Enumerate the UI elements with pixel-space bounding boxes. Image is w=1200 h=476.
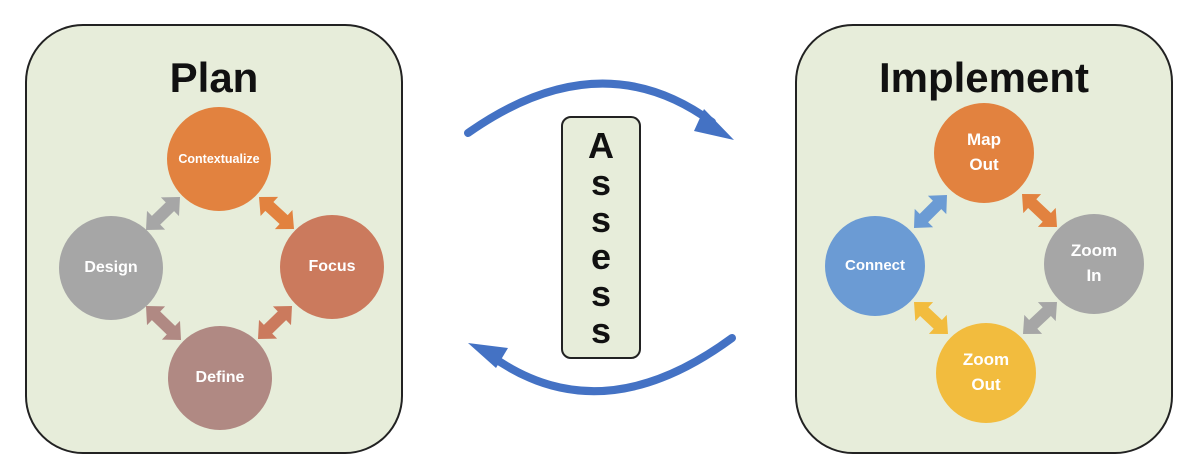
assess-letter: s bbox=[590, 272, 612, 314]
assess-letter: e bbox=[590, 235, 612, 277]
implement-arrow-mapout-zoomin bbox=[1022, 194, 1057, 227]
plan-title: Plan bbox=[169, 54, 259, 101]
assess-box: A s s e s s bbox=[561, 116, 641, 359]
plan-arrow-design-contextualize bbox=[146, 197, 180, 230]
cycle-arrow-bottom-head bbox=[468, 343, 508, 368]
assess-letter: s bbox=[590, 309, 612, 351]
cycle-arrow-bottom bbox=[486, 334, 736, 396]
plan-node-design: Design bbox=[59, 216, 163, 320]
implement-node-zoom-out: Zoom Out bbox=[936, 323, 1036, 423]
assess-letter: s bbox=[590, 198, 612, 240]
implement-arrow-zoomin-zoomout bbox=[1023, 302, 1057, 334]
implement-title: Implement bbox=[878, 54, 1090, 101]
implement-node-zoom-in: Zoom In bbox=[1044, 214, 1144, 314]
plan-node-contextualize: Contextualize bbox=[167, 107, 271, 211]
assess-letter: A bbox=[588, 124, 614, 166]
plan-node-define: Define bbox=[168, 326, 272, 430]
plan-node-focus: Focus bbox=[280, 215, 384, 319]
implement-arrow-connect-mapout bbox=[914, 195, 947, 228]
assess-letter: s bbox=[590, 161, 612, 203]
implement-arrow-zoomout-connect bbox=[914, 302, 948, 334]
implement-node-map-out: Map Out bbox=[934, 103, 1034, 203]
plan-arrow-focus-define bbox=[258, 306, 292, 339]
cycle-arrow-top bbox=[464, 79, 716, 137]
plan-arrow-contextualize-focus bbox=[259, 196, 294, 230]
plan-arrow-define-design bbox=[146, 306, 181, 340]
implement-node-connect: Connect bbox=[825, 216, 925, 316]
cycle-arrow-top-head bbox=[694, 109, 734, 140]
